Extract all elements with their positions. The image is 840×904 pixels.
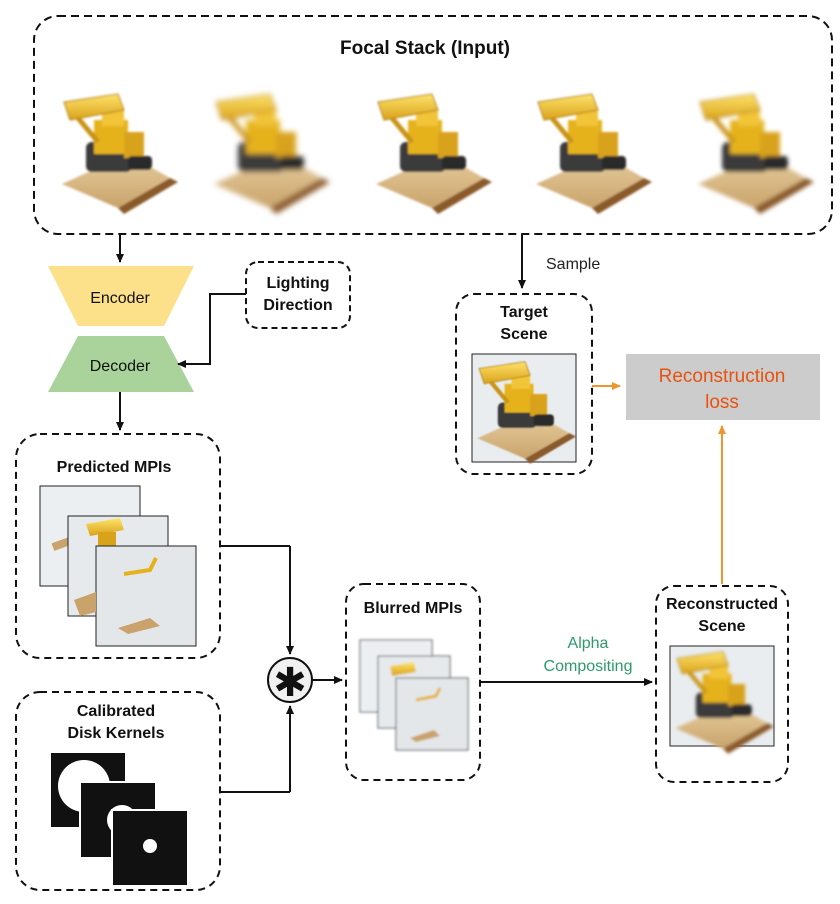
calibrated-kernels-line2: Disk Kernels bbox=[68, 725, 165, 742]
encoder-label: Encoder bbox=[90, 290, 150, 307]
calibrated-kernels-line1: Calibrated bbox=[77, 703, 155, 720]
decoder-shape bbox=[48, 336, 194, 392]
alpha-compositing-line2: Compositing bbox=[544, 658, 633, 675]
reconstructed-scene-line1: Reconstructed bbox=[666, 596, 778, 613]
blurred-mpis-title: Blurred MPIs bbox=[364, 600, 463, 617]
reconstruction-loss-line2: loss bbox=[705, 392, 739, 413]
lighting-direction-box bbox=[245, 261, 351, 329]
reconstructed-scene-box bbox=[655, 585, 789, 783]
focal-stack-box bbox=[33, 15, 833, 235]
target-scene-line1: Target bbox=[500, 304, 548, 321]
disk-kernel-stack bbox=[49, 751, 189, 887]
target-scene-box bbox=[455, 293, 593, 475]
focal-image-2 bbox=[214, 94, 330, 214]
focal-image-4 bbox=[536, 94, 652, 214]
encoder-shape bbox=[48, 266, 194, 326]
blurred-mpi-stack bbox=[359, 639, 469, 751]
decoder-label: Decoder bbox=[90, 358, 151, 375]
focal-image-3 bbox=[376, 94, 492, 214]
predicted-mpis-title: Predicted MPIs bbox=[57, 459, 172, 476]
lighting-line1: Lighting bbox=[266, 275, 329, 292]
focal-image-1 bbox=[62, 94, 178, 214]
predicted-mpi-stack bbox=[39, 485, 197, 647]
focal-stack-title: Focal Stack (Input) bbox=[340, 38, 510, 59]
alpha-compositing-line1: Alpha bbox=[568, 635, 609, 652]
focal-image-5 bbox=[698, 94, 814, 214]
convolution-symbol: ✱ bbox=[273, 660, 307, 706]
arrow-lighting-to-decoder bbox=[177, 293, 246, 368]
reconstruction-loss-box bbox=[626, 354, 820, 420]
reconstructed-scene-line2: Scene bbox=[698, 618, 745, 635]
lighting-line2: Direction bbox=[263, 297, 332, 314]
sample-label: Sample bbox=[546, 256, 600, 273]
target-scene-line2: Scene bbox=[500, 326, 547, 343]
reconstruction-loss-line1: Reconstruction bbox=[659, 366, 786, 387]
